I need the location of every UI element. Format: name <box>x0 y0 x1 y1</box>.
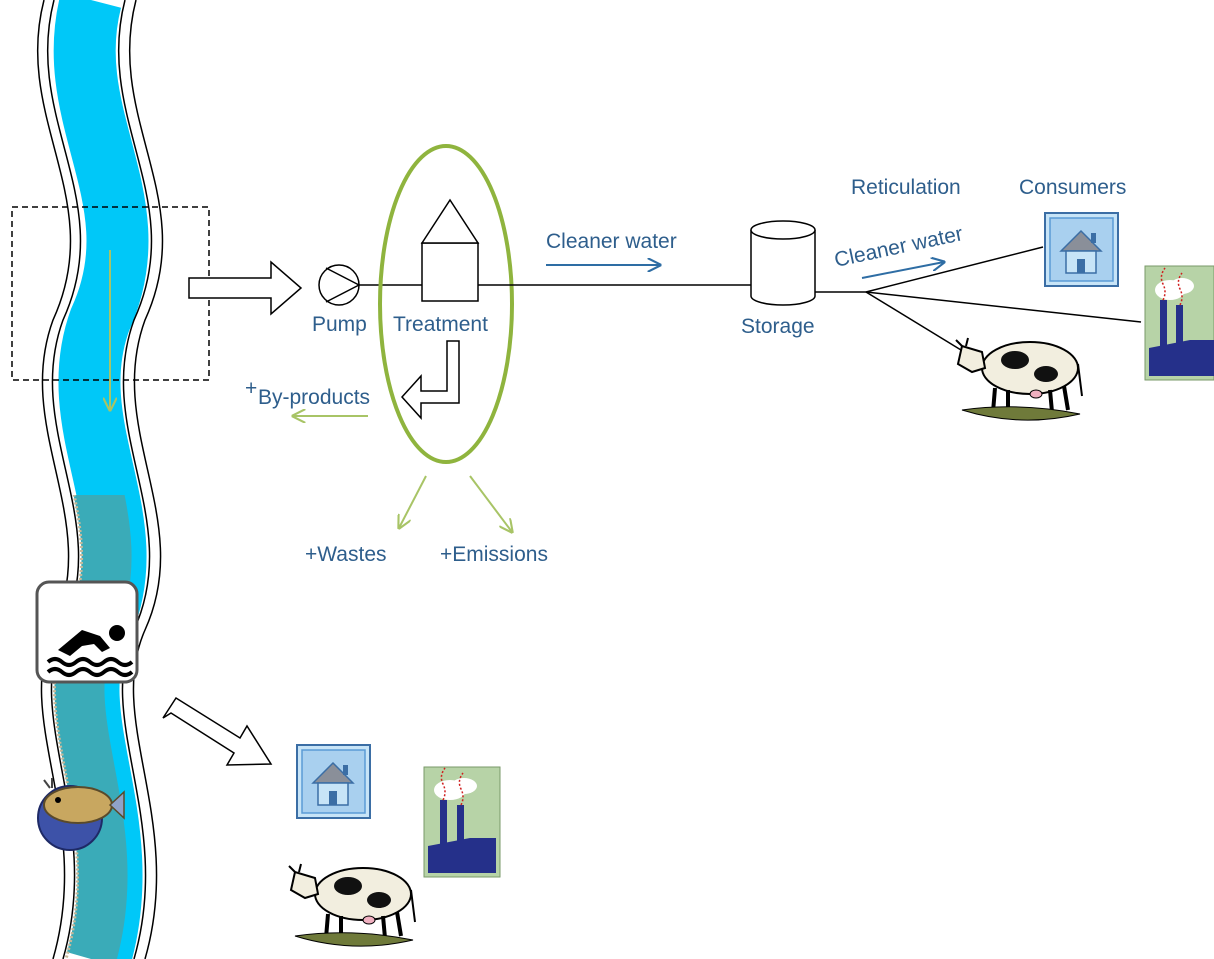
consumers-label: Consumers <box>1019 176 1126 199</box>
pipe-to-house <box>865 246 1044 293</box>
wastes-label: +Wastes <box>305 543 387 566</box>
wastes-arrow <box>399 475 427 528</box>
downstream-factory-icon <box>423 766 501 878</box>
storage-label: Storage <box>741 315 815 338</box>
treatment-plant-icon <box>420 198 480 302</box>
river-left-bank-inner <box>46 0 82 959</box>
river-right-bank-inner <box>117 0 153 959</box>
storage-tank-icon <box>750 220 816 306</box>
river-fresh-water <box>53 0 149 495</box>
pump-impeller-line-2 <box>325 284 360 303</box>
river-right-bank <box>128 0 164 959</box>
pump-label: Pump <box>312 313 367 336</box>
cow-icon <box>955 337 1083 421</box>
by-products-outlet-arrow <box>400 340 460 420</box>
emissions-arrow <box>469 475 512 532</box>
reticulation-cleaner-water-arrow <box>861 262 944 279</box>
treatment-label: Treatment <box>393 313 488 336</box>
treatment-boundary-ellipse <box>378 144 514 464</box>
reticulation-cleaner-water-label: Cleaner water <box>832 222 965 272</box>
river-icon <box>36 0 164 959</box>
swimmer-icon <box>35 580 139 684</box>
by-products-label: By-products <box>258 386 370 409</box>
pump-icon <box>318 264 360 306</box>
cleaner-water-label: Cleaner water <box>546 230 677 253</box>
downstream-arrow <box>162 696 273 766</box>
river-downstream-water <box>54 495 132 959</box>
abstraction-arrow <box>188 260 303 316</box>
downstream-cow-icon <box>288 863 416 947</box>
fish-icon <box>37 778 125 851</box>
reticulation-label: Reticulation <box>851 176 961 199</box>
factory-icon <box>1144 265 1214 381</box>
house-icon <box>1044 212 1119 287</box>
river-left-bank <box>36 0 72 959</box>
pipe-to-factory <box>865 291 1142 323</box>
pump-impeller-line <box>325 267 360 286</box>
pipe-to-cow <box>865 291 962 351</box>
by-products-prefix: + <box>245 377 257 400</box>
downstream-house-icon <box>296 744 371 819</box>
emissions-label: +Emissions <box>440 543 548 566</box>
